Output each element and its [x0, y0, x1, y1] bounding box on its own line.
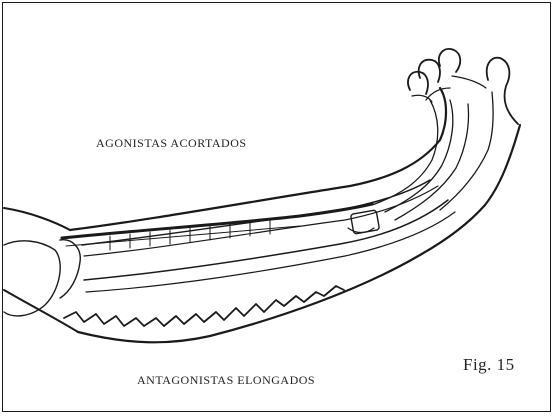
forearm-bottom-outline	[78, 125, 520, 342]
finger-3	[439, 49, 460, 72]
elbow-joint	[60, 240, 80, 298]
finger-1	[408, 72, 428, 94]
elbow-bone	[4, 241, 60, 316]
finger-2	[419, 60, 440, 82]
extensor-zigzag	[64, 286, 344, 326]
agonists-label: AGONISTAS ACORTADOS	[96, 136, 247, 151]
figure-caption: Fig. 15	[463, 355, 515, 375]
thumb	[487, 58, 518, 124]
upper-arm-lower-outline	[4, 290, 78, 332]
antagonists-label: ANTAGONISTAS ELONGADOS	[137, 373, 315, 388]
upper-arm-outline	[4, 208, 70, 230]
tendon-box	[350, 210, 379, 234]
